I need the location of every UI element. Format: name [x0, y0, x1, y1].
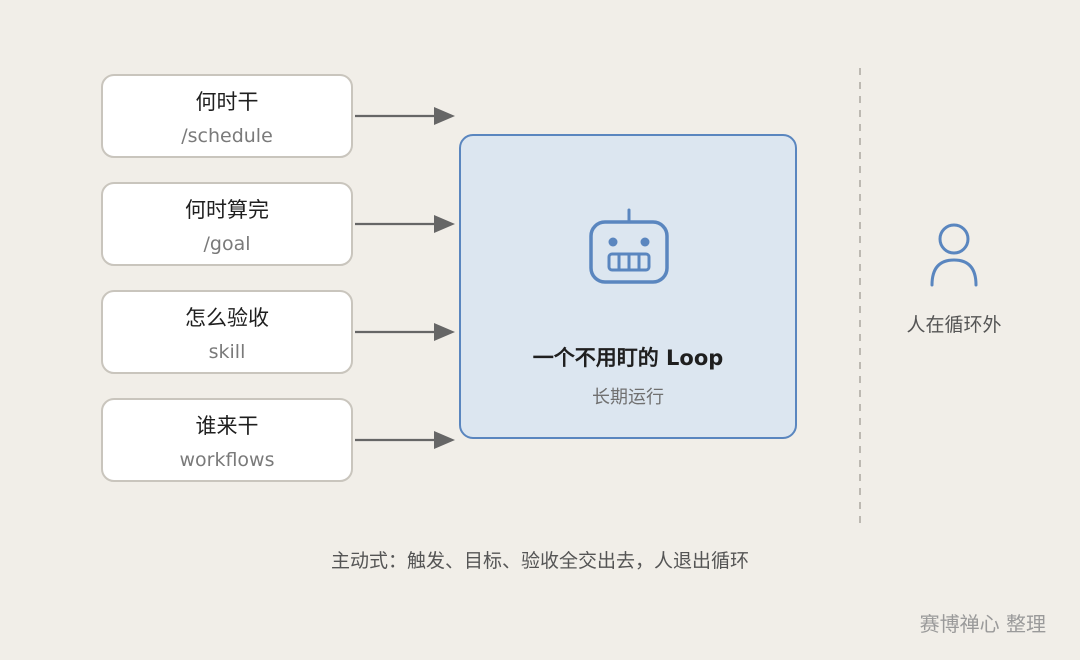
input-card-title: 何时干 — [195, 90, 259, 114]
diagram-caption: 主动式：触发、目标、验收全交出去，人退出循环 — [330, 550, 749, 572]
person-icon — [930, 223, 978, 287]
input-card-goal: 何时算完 /goal — [101, 182, 353, 266]
arrow-skill — [355, 323, 455, 341]
credit-text: 赛博禅心 整理 — [919, 612, 1046, 636]
input-card-workflows: 谁来干 workflows — [101, 398, 353, 482]
human-label: 人在循环外 — [906, 314, 1002, 336]
input-card-subtitle: workflows — [179, 449, 275, 471]
input-card-schedule: 何时干 /schedule — [101, 74, 353, 158]
input-card-subtitle: skill — [208, 341, 246, 363]
robot-icon — [589, 208, 669, 284]
loop-title: 一个不用盯的 Loop — [532, 346, 724, 370]
arrow-workflows — [355, 431, 455, 449]
arrow-goal — [355, 215, 455, 233]
input-card-subtitle: /goal — [203, 233, 251, 255]
arrow-schedule — [355, 107, 455, 125]
input-card-title: 怎么验收 — [185, 306, 269, 330]
input-card-subtitle: /schedule — [181, 125, 273, 147]
loop-box: 一个不用盯的 Loop 长期运行 — [459, 134, 797, 439]
loop-subtitle: 长期运行 — [592, 387, 664, 408]
input-card-title: 何时算完 — [185, 198, 269, 222]
input-card-title: 谁来干 — [195, 414, 259, 438]
input-card-skill: 怎么验收 skill — [101, 290, 353, 374]
